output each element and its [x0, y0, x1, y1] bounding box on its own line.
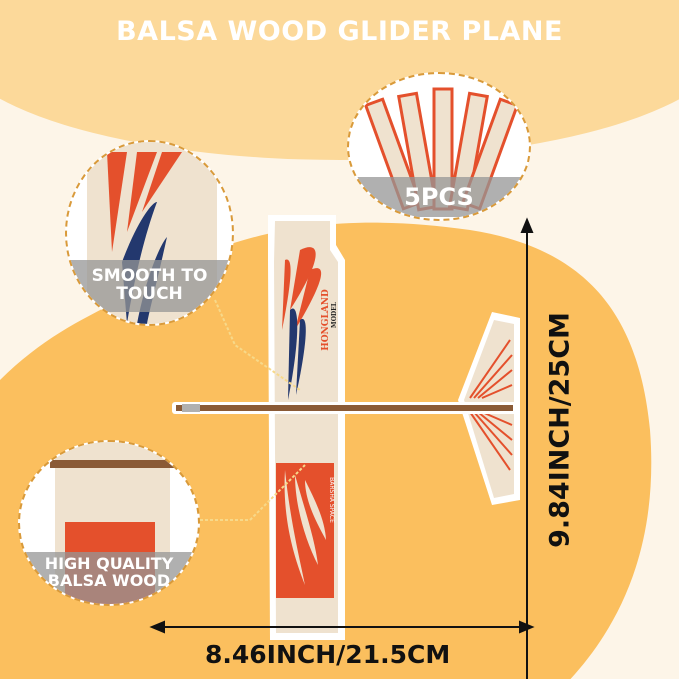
callout-5pcs: 5PCS	[347, 72, 531, 221]
smooth-label: SMOOTH TO TOUCH	[67, 260, 232, 312]
main-wing: HONGLAND MODEL BARSHA SPACE	[268, 215, 345, 640]
nose-clip	[182, 404, 200, 412]
print-label: BARSHA SPACE	[328, 477, 335, 523]
fuselage	[172, 402, 517, 414]
quality-label: HIGH QUALITY BALSA WOOD	[20, 552, 198, 604]
dimension-arrows	[149, 217, 535, 679]
callout-quality: HIGH QUALITY BALSA WOOD	[18, 440, 200, 606]
height-dimension: 9.84INCH/25CM	[544, 312, 576, 548]
page-title: BALSA WOOD GLIDER PLANE	[116, 16, 563, 47]
brand-label: HONGLAND	[321, 289, 331, 351]
callout-smooth: SMOOTH TO TOUCH	[65, 140, 234, 326]
model-label: MODEL	[331, 301, 338, 328]
count-label: 5PCS	[349, 177, 529, 217]
width-dimension: 8.46INCH/21.5CM	[205, 640, 451, 669]
